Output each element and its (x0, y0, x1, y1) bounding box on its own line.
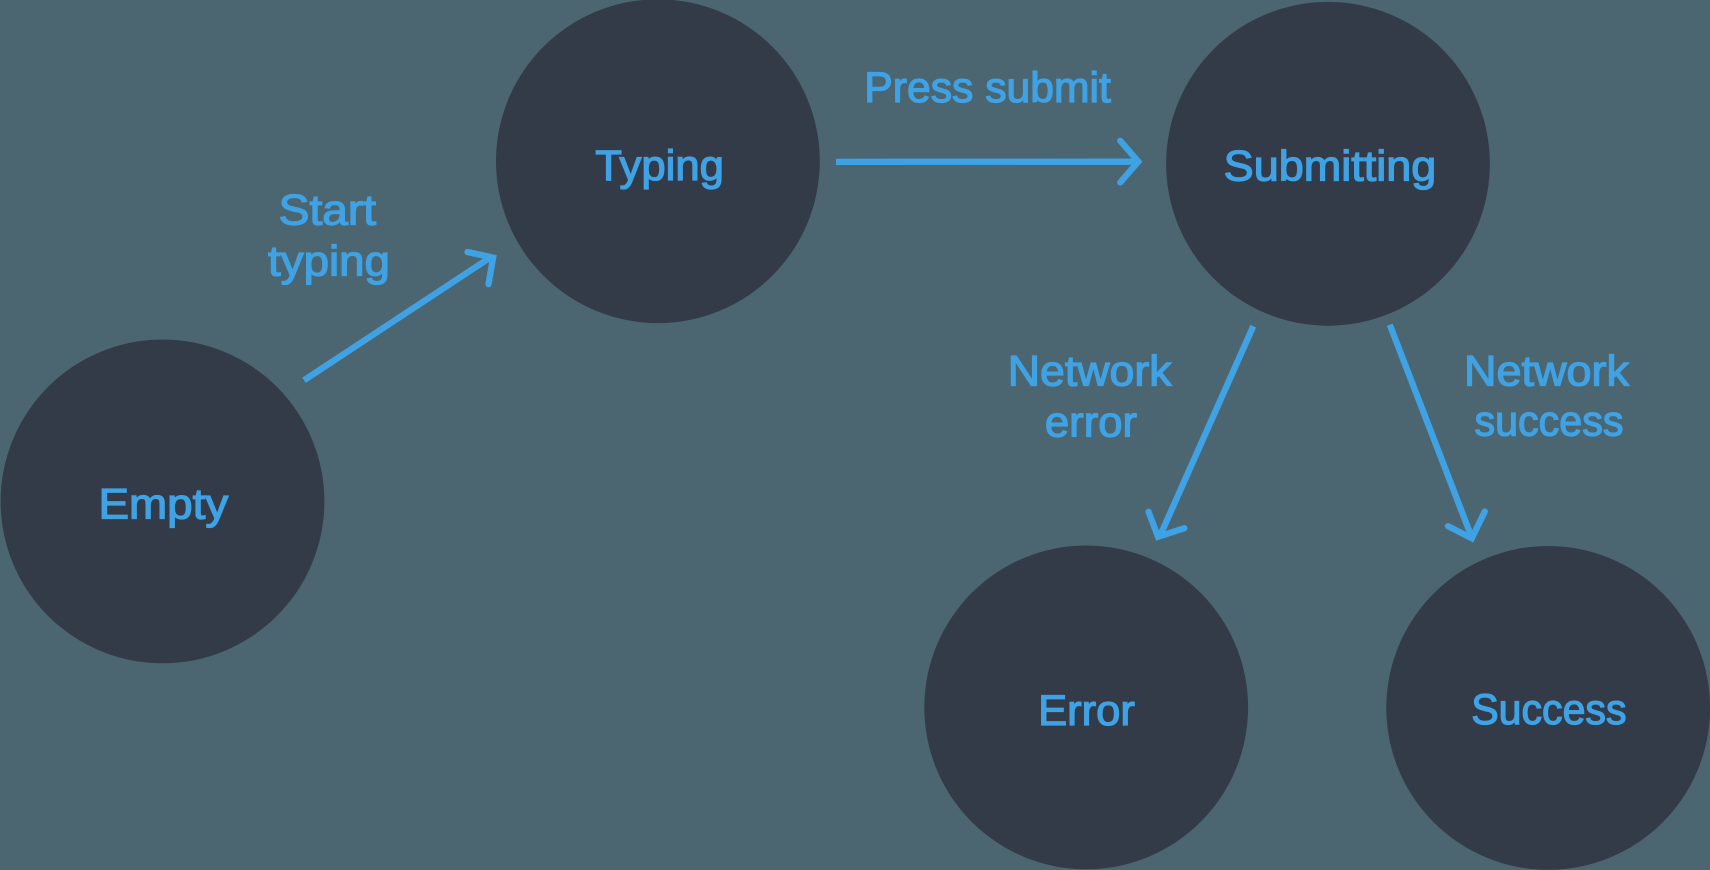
svg-text:typing: typing (268, 238, 390, 286)
svg-text:Empty: Empty (98, 481, 228, 529)
svg-text:Error: Error (1038, 687, 1135, 735)
svg-text:success: success (1475, 398, 1624, 446)
svg-text:Success: Success (1471, 686, 1626, 734)
svg-text:Network: Network (1464, 347, 1630, 395)
svg-text:Network: Network (1008, 347, 1172, 395)
svg-text:error: error (1045, 398, 1137, 446)
svg-text:Start: Start (279, 186, 376, 234)
svg-text:Typing: Typing (595, 142, 724, 190)
svg-text:Submitting: Submitting (1224, 143, 1437, 191)
svg-text:Press submit: Press submit (864, 64, 1111, 112)
